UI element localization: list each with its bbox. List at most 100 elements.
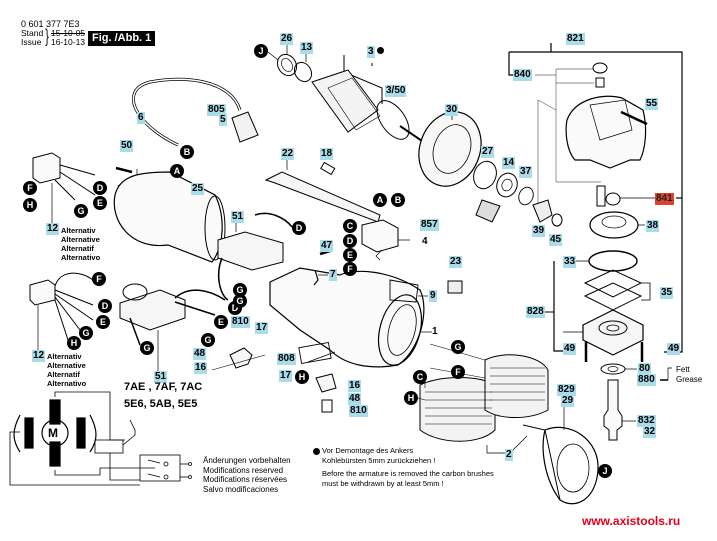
alternative-note-top: Alternativ Alternative Alternatif Altern…	[61, 226, 100, 262]
connector-G: G	[74, 204, 88, 218]
part-label-14[interactable]: 14	[502, 157, 516, 169]
nut-45	[551, 213, 563, 227]
part-label-829[interactable]: 829	[557, 384, 576, 396]
wiring-schematic	[9, 391, 192, 486]
bearing-14	[496, 172, 518, 198]
part-label-6[interactable]: 6	[137, 112, 145, 124]
stand-label: Stand	[21, 28, 44, 38]
brace-icon: }	[45, 26, 49, 46]
alt-line-fr: Alternatif	[61, 244, 94, 253]
part-label-805[interactable]: 805	[207, 104, 226, 116]
part-label-37[interactable]: 37	[519, 166, 533, 178]
connector-G-alt: G	[79, 326, 93, 340]
connector-D: D	[93, 181, 107, 195]
part-label-35[interactable]: 35	[660, 287, 674, 299]
part-label-12-bottom[interactable]: 12	[32, 350, 46, 362]
part-label-810-upper[interactable]: 810	[231, 316, 250, 328]
connector-B: B	[180, 145, 194, 159]
warning-de-line2: Kohlebürsten 5mm zurückziehen !	[322, 456, 436, 465]
connector-E-51b: E	[214, 315, 228, 329]
part-label-12-top[interactable]: 12	[46, 223, 60, 235]
part-label-1[interactable]: 1	[432, 326, 438, 337]
part-label-80[interactable]: 80	[638, 363, 652, 375]
part-label-2[interactable]: 2	[505, 449, 513, 461]
part-label-7[interactable]: 7	[329, 269, 337, 281]
part-label-29[interactable]: 29	[561, 395, 575, 407]
part-label-55[interactable]: 55	[645, 98, 659, 110]
part-label-48-lower[interactable]: 48	[348, 393, 362, 405]
part-label-39[interactable]: 39	[532, 225, 546, 237]
part-label-4[interactable]: 4	[422, 236, 428, 247]
bearing-26	[276, 53, 298, 77]
pinion-39	[532, 199, 553, 223]
connector-A: A	[170, 164, 184, 178]
part-label-17-upper[interactable]: 17	[255, 322, 269, 334]
part-label-808[interactable]: 808	[277, 353, 296, 365]
part-label-30[interactable]: 30	[445, 104, 459, 116]
part-label-38[interactable]: 38	[646, 220, 660, 232]
part-label-5[interactable]: 5	[219, 114, 227, 126]
modifications-de: Änderungen vorbehalten	[203, 456, 291, 465]
part-label-26[interactable]: 26	[280, 33, 294, 45]
electronics-51	[217, 231, 284, 271]
alt-line-de: Alternativ	[47, 352, 82, 361]
part-label-33[interactable]: 33	[563, 256, 577, 268]
connector-H: H	[23, 198, 37, 212]
part-label-47[interactable]: 47	[320, 240, 334, 252]
o-ring-33	[588, 250, 638, 272]
variant-codes: 7AE , 7AF, 7AC 5E6, 5AB, 5E5	[124, 379, 202, 413]
part-label-16-upper[interactable]: 16	[194, 362, 208, 374]
grease-note: Fett Grease	[676, 365, 702, 385]
part-label-50[interactable]: 50	[120, 140, 134, 152]
part-label-857[interactable]: 857	[420, 219, 439, 231]
modifications-es: Salvo modificaciones	[203, 484, 279, 494]
guard-829	[542, 426, 599, 505]
part-label-49-left[interactable]: 49	[563, 343, 577, 355]
variant-line-2: 5E6, 5AB, 5E5	[124, 398, 198, 410]
part-label-821[interactable]: 821	[566, 33, 585, 45]
knob-23	[447, 280, 463, 294]
part-label-48-upper[interactable]: 48	[193, 348, 207, 360]
part-label-16-lower[interactable]: 16	[348, 380, 362, 392]
modifications-fr: Modifications réservées	[203, 475, 288, 484]
electronics-51b	[119, 289, 186, 331]
part-label-49-right[interactable]: 49	[667, 343, 681, 355]
part-label-17-lower[interactable]: 17	[279, 370, 293, 382]
part-label-3-50[interactable]: 3/50	[385, 85, 407, 97]
cover-9	[389, 279, 419, 303]
part-label-13[interactable]: 13	[300, 42, 314, 54]
part-label-27[interactable]: 27	[481, 146, 495, 158]
armature-note-dot-icon	[377, 47, 384, 54]
connector-C-coil: C	[413, 370, 427, 384]
part-label-828[interactable]: 828	[526, 306, 545, 318]
switch-rod-22	[264, 171, 381, 223]
gasket-35b	[583, 282, 643, 311]
part-label-25[interactable]: 25	[191, 183, 205, 195]
part-label-810-lower[interactable]: 810	[349, 405, 368, 417]
warning-de-line1: Vor Demontage des Ankers	[322, 446, 414, 455]
part-label-22[interactable]: 22	[281, 148, 295, 160]
part-label-51-lower[interactable]: 51	[154, 371, 168, 383]
switch-4	[361, 219, 399, 253]
part-label-841[interactable]: 841	[655, 193, 674, 205]
part-label-832[interactable]: 832	[637, 415, 656, 427]
part-label-18[interactable]: 18	[320, 148, 334, 160]
alt-line-fr: Alternatif	[47, 370, 80, 379]
connector-D-electronics: D	[292, 221, 306, 235]
part-label-840[interactable]: 840	[513, 69, 532, 81]
issue-label: Issue	[21, 37, 42, 47]
switch-12b	[29, 279, 56, 306]
website-link[interactable]: www.axistools.ru	[582, 514, 681, 528]
part-label-3[interactable]: 3	[367, 46, 375, 58]
part-label-23[interactable]: 23	[449, 256, 463, 268]
part-label-45[interactable]: 45	[549, 234, 563, 246]
alt-line-en: Alternative	[61, 235, 100, 244]
connector-F: F	[23, 181, 37, 195]
part-label-880[interactable]: 880	[637, 374, 656, 386]
part-label-51[interactable]: 51	[231, 211, 245, 223]
connector-E: E	[93, 196, 107, 210]
armature-3	[311, 55, 426, 144]
part-label-9[interactable]: 9	[429, 290, 437, 302]
part-label-32[interactable]: 32	[643, 426, 657, 438]
